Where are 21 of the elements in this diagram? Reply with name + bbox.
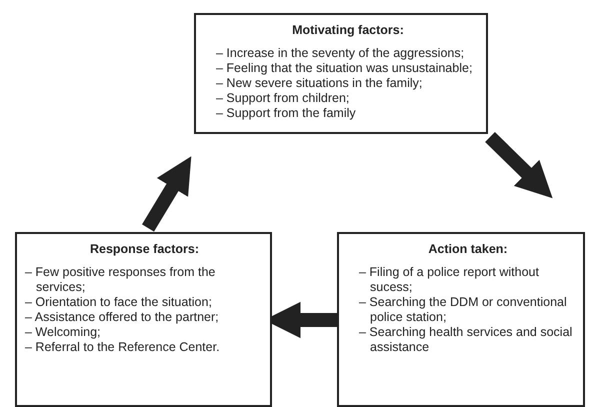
block-arrow — [142, 156, 192, 232]
text-box — [194, 13, 488, 134]
list-item: – Referral to the Reference Center. — [25, 340, 221, 355]
heading: Motivating factors: — [291, 23, 405, 37]
list-item: – Searching the DDM or conventional police station; — [359, 295, 568, 325]
list-item: – Increase in the seventy of the aggressions; — [216, 46, 466, 61]
list-item: – Searching health services and social assistance — [359, 325, 574, 355]
list-item: – Support from children; — [216, 91, 350, 106]
block-arrow — [485, 132, 553, 198]
heading: Response factors: — [88, 242, 200, 256]
heading: Action taken: — [427, 242, 509, 256]
list-item: – Orientation to face the situation; — [25, 295, 213, 310]
list-item: – Support from the family — [216, 106, 357, 121]
list-item: – Welcoming; — [25, 325, 102, 340]
list-item: – Filing of a police report without sucess; — [359, 265, 540, 295]
list-item: – Assistance offered to the partner; — [25, 310, 220, 325]
text-box — [15, 232, 272, 407]
list-item: – Few positive responses from the services; — [25, 265, 216, 295]
list-item: – New severe situations in the family; — [216, 76, 424, 91]
text-box — [337, 232, 585, 407]
list-item: – Feeling that the situation was unsustainable; — [216, 61, 474, 76]
